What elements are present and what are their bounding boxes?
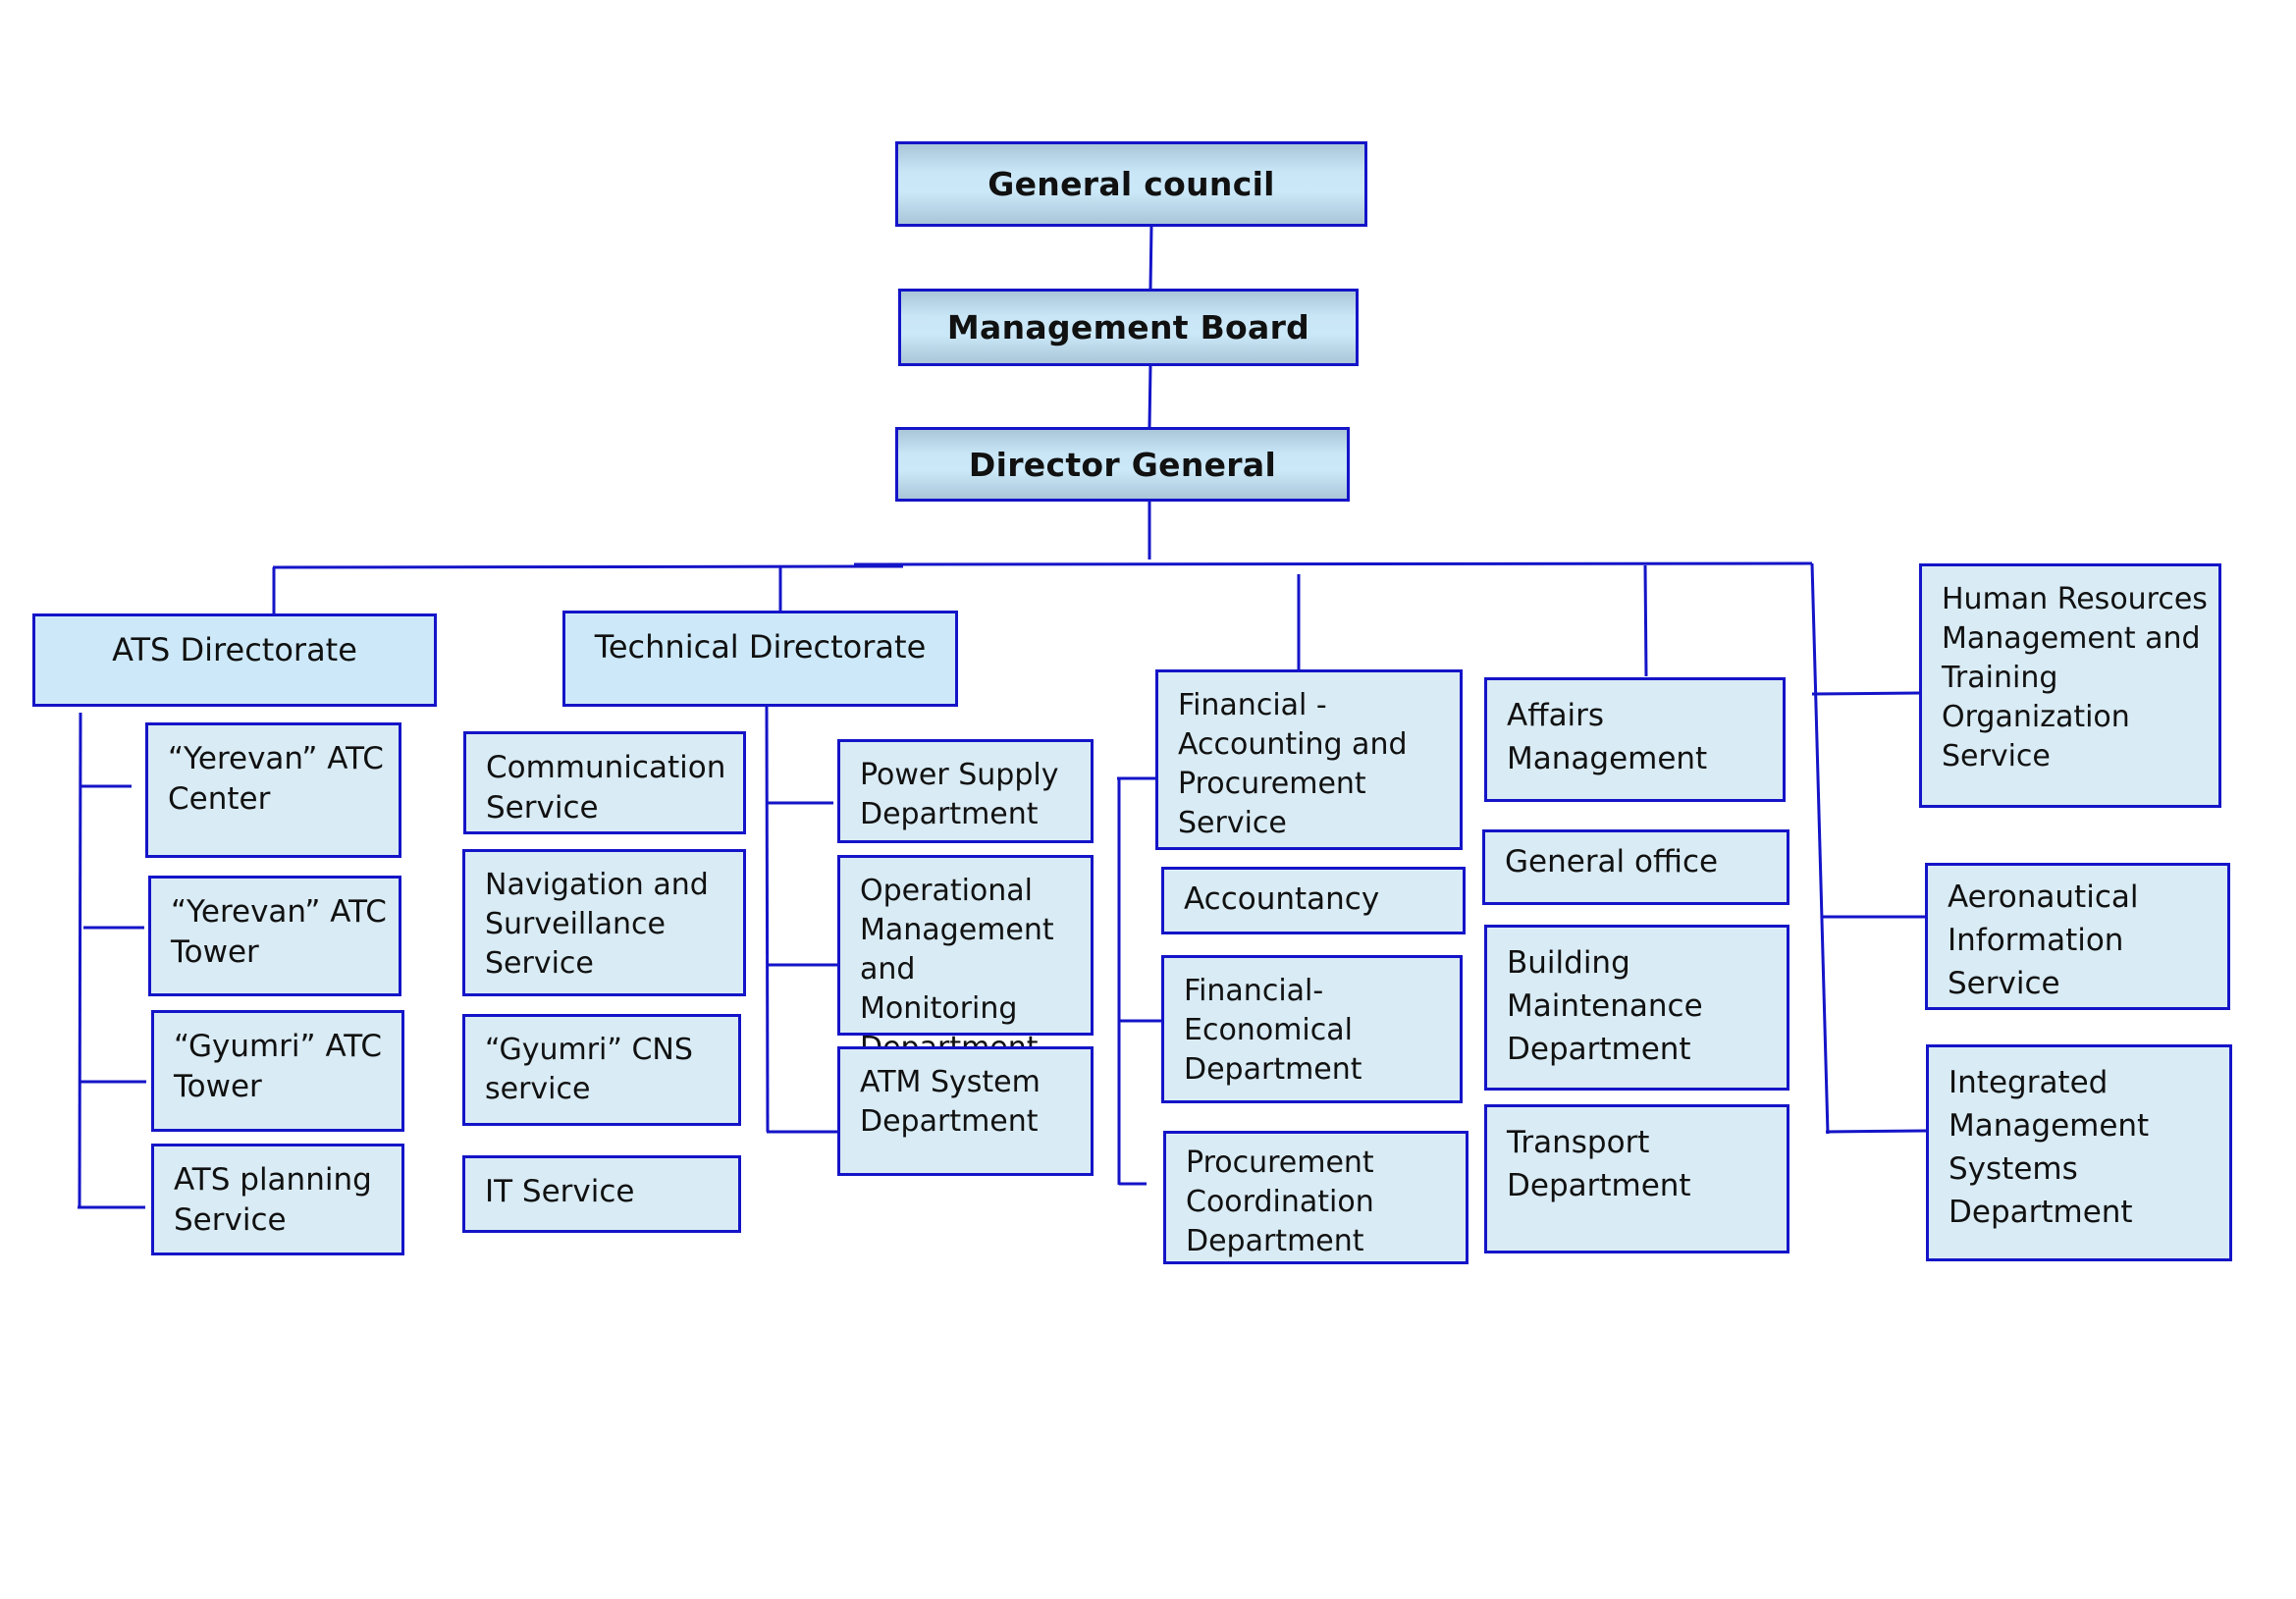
technical-dept-operational-management: Operational Management and Monitoring De…: [837, 855, 1094, 1065]
general-council-label: General council: [988, 165, 1275, 203]
direct-report-label: Integrated Management Systems Department: [1949, 1065, 2150, 1230]
affairs-unit-building-maintenance: Building Maintenance Department: [1484, 925, 1789, 1091]
affairs-unit-transport: Transport Department: [1484, 1104, 1789, 1253]
financial-unit-procurement-coordination: Procurement Coordination Department: [1163, 1131, 1468, 1264]
direct-report-integrated-management-systems: Integrated Management Systems Department: [1926, 1044, 2232, 1261]
financial-accounting-procurement-box: Financial - Accounting and Procurement S…: [1155, 669, 1463, 850]
affairs-unit-general-office: General office: [1482, 829, 1789, 905]
technical-service-label: Communication Service: [486, 750, 726, 826]
director-general-label: Director General: [968, 445, 1277, 484]
general-council-box: General council: [895, 141, 1367, 227]
financial-unit-financial-economical: Financial- Economical Department: [1161, 955, 1463, 1103]
direct-report-human-resources: Human Resources Management and Training …: [1919, 563, 2221, 808]
affairs-unit-label: Transport Department: [1507, 1125, 1691, 1203]
technical-dept-label: Power Supply Department: [860, 758, 1059, 831]
connector-board-director: [1148, 364, 1152, 428]
connector-bus-affairs: [1643, 564, 1648, 677]
management-board-label: Management Board: [946, 308, 1310, 346]
connector-tech-spine: [765, 705, 770, 1133]
financial-unit-label: Accountancy: [1184, 881, 1380, 917]
financial-title-label: Financial - Accounting and Procurement S…: [1178, 688, 1408, 840]
ats-unit-label: “Yerevan” ATC Center: [168, 741, 384, 817]
connector-to-hr: [1811, 691, 1920, 696]
technical-dept-label: ATM System Department: [860, 1065, 1041, 1139]
connector-bus-right-spine: [1810, 562, 1830, 1135]
management-board-box: Management Board: [898, 289, 1359, 366]
financial-unit-label: Procurement Coordination Department: [1186, 1146, 1374, 1258]
technical-directorate-label: Technical Directorate: [594, 628, 927, 666]
ats-unit-label: ATS planning Service: [174, 1162, 372, 1238]
ats-unit-ats-planning-service: ATS planning Service: [151, 1144, 404, 1255]
technical-service-navigation-surveillance: Navigation and Surveillance Service: [462, 849, 746, 996]
technical-dept-power-supply: Power Supply Department: [837, 739, 1094, 843]
direct-report-aeronautical-information: Aeronautical Information Service: [1925, 863, 2230, 1010]
technical-service-communication: Communication Service: [463, 731, 746, 834]
ats-unit-yerevan-atc-center: “Yerevan” ATC Center: [145, 722, 401, 858]
connector-main-bus-left: [272, 564, 904, 569]
ats-directorate-box: ATS Directorate: [32, 613, 437, 707]
ats-unit-gyumri-atc-tower: “Gyumri” ATC Tower: [151, 1010, 404, 1132]
technical-service-label: “Gyumri” CNS service: [485, 1033, 693, 1106]
affairs-unit-label: Building Maintenance Department: [1507, 945, 1703, 1067]
connector-main-bus-right: [853, 561, 1813, 566]
affairs-unit-label: General office: [1505, 844, 1719, 879]
technical-directorate-box: Technical Directorate: [562, 611, 958, 707]
ats-directorate-label: ATS Directorate: [112, 631, 357, 668]
affairs-management-box: Affairs Management: [1484, 677, 1786, 802]
financial-unit-accountancy: Accountancy: [1161, 867, 1466, 934]
direct-report-label: Human Resources Management and Training …: [1942, 582, 2208, 773]
direct-report-label: Aeronautical Information Service: [1948, 879, 2139, 1001]
connector-council-board: [1148, 225, 1153, 290]
affairs-title-label: Affairs Management: [1507, 698, 1708, 776]
technical-service-label: Navigation and Surveillance Service: [485, 868, 709, 981]
ats-unit-label: “Yerevan” ATC Tower: [171, 894, 387, 970]
technical-service-it: IT Service: [462, 1155, 741, 1233]
ats-unit-label: “Gyumri” ATC Tower: [174, 1029, 383, 1104]
financial-unit-label: Financial- Economical Department: [1184, 974, 1362, 1087]
technical-service-gyumri-cns: “Gyumri” CNS service: [462, 1014, 741, 1126]
technical-dept-label: Operational Management and Monitoring De…: [860, 874, 1054, 1065]
technical-service-label: IT Service: [485, 1174, 635, 1209]
connector-to-ims: [1825, 1129, 1927, 1134]
technical-dept-atm-system: ATM System Department: [837, 1046, 1094, 1176]
director-general-box: Director General: [895, 427, 1350, 502]
ats-unit-yerevan-atc-tower: “Yerevan” ATC Tower: [148, 876, 401, 996]
